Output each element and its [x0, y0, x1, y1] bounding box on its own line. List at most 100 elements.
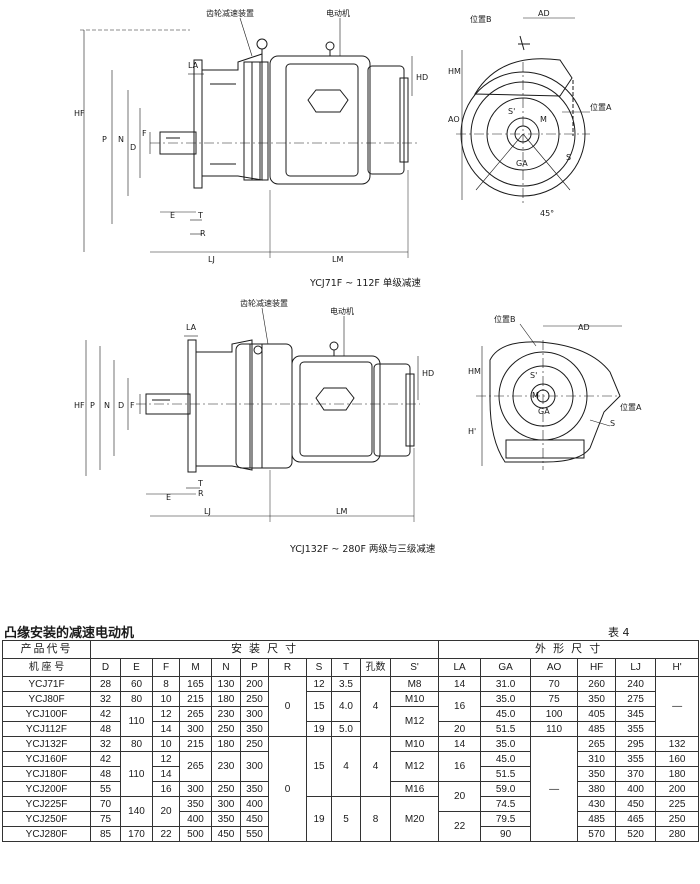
motor-label: 电动机	[326, 8, 350, 18]
cell-n: 300	[211, 796, 241, 812]
dim-hd: HD	[416, 73, 428, 82]
cell-hf: 350	[577, 766, 617, 782]
cell-ga: 51.5	[480, 721, 532, 737]
cell-hf: 485	[577, 811, 617, 827]
cell-la: 14	[438, 736, 482, 752]
cell-h-prime: —	[655, 676, 700, 737]
cell-s-prime: M12	[389, 751, 440, 782]
cell-t: 4.0	[331, 691, 361, 722]
cell-lj: 450	[615, 796, 657, 812]
table-row: YCJ80F 32 80 10 215 180 250 15 4.0 M10 1…	[2, 691, 699, 722]
cell-lj: 355	[615, 751, 657, 767]
cell-d: 28	[90, 676, 121, 692]
dim-ad: AD	[538, 9, 550, 18]
table-row: YCJ280F 85 170 22 500 450 550 90 570 520…	[2, 826, 700, 842]
cell-p: 400	[240, 796, 269, 812]
angle-label: 45°	[540, 209, 554, 218]
cell-f: 16	[152, 781, 180, 797]
header-install-dims: 安 装 尺 寸	[89, 640, 440, 659]
position-b-label-2: 位置B	[494, 314, 516, 324]
cell-lj: 275	[615, 691, 657, 707]
cell-n: 230	[211, 706, 241, 722]
cell-d: 48	[90, 766, 121, 782]
dim-f: F	[142, 129, 147, 138]
cell-f: 10	[152, 691, 180, 707]
drawing2-end-labels: 位置B AD HM H' 位置A S' M GA S	[468, 314, 642, 436]
position-a-label-2: 位置A	[620, 402, 642, 412]
cell-lj: 295	[615, 736, 657, 752]
drawing2-labels: 齿轮减速装置 电动机 LA HD HF P N D F E T R LJ LM …	[74, 298, 436, 555]
dim-ao: AO	[448, 115, 460, 124]
header-cell: M	[179, 658, 212, 677]
dim-p-2: P	[90, 401, 95, 410]
cell-s-prime: M16	[389, 781, 440, 797]
drawing1-end-view	[456, 17, 590, 206]
cell-e: 110	[120, 751, 153, 797]
cell-lj: 465	[615, 811, 657, 827]
cell-n: 180	[211, 736, 241, 752]
table-header-row-2: 机 座 号 D E F M N P R S T 孔数 S' LA GA AO H…	[2, 658, 700, 677]
dim-f-2: F	[130, 401, 135, 410]
cell-d: 55	[90, 781, 121, 797]
table-header-row-1: 产品代号 安 装 尺 寸 外 形 尺 寸	[2, 640, 700, 659]
gear-unit-label: 齿轮减速装置	[206, 8, 254, 18]
cell-e: 140	[120, 796, 153, 827]
drawing2-end-view	[476, 323, 622, 470]
cell-m: 165	[179, 676, 212, 692]
drawing1-caption: YCJ71F ~ 112F 单级减速	[309, 277, 421, 289]
drawing1-end-labels: 位置B AD HM AO 位置A S' M GA S 45°	[448, 9, 612, 218]
table-row: YCJ225F 70 140 20 350 300 400 19 5 8 M20…	[2, 796, 700, 842]
cell-f: 14	[152, 721, 180, 737]
header-cell: AO	[530, 658, 579, 677]
table-row: YCJ132F 32 80 10 215 180 250 0 15 4 4 M1…	[2, 736, 700, 842]
cell-h-prime: 180	[655, 766, 700, 782]
technical-drawings: 齿轮减速装置 电动机 LA HD HF P N D F E T R LJ LM …	[74, 8, 642, 555]
cell-frame: YCJ180F	[2, 766, 91, 782]
header-cell: D	[90, 658, 121, 677]
header-cell: LJ	[615, 658, 657, 677]
table-row: YCJ100F 42 110 12 265 230 300 M12 45.0 1…	[2, 706, 699, 737]
cell-t: 5.0	[331, 721, 361, 737]
cell-hf: 350	[577, 691, 617, 707]
dim-t-2: T	[197, 479, 203, 488]
cell-ga: 90	[480, 826, 532, 842]
header-cell: T	[331, 658, 361, 677]
cell-p: 550	[240, 826, 269, 842]
cell-frame: YCJ80F	[2, 691, 91, 707]
cell-e: 60	[120, 676, 153, 692]
dim-d-2: D	[118, 401, 124, 410]
cell-frame: YCJ160F	[2, 751, 91, 767]
cell-la: 16	[438, 751, 482, 782]
cell-s-prime: M12	[389, 706, 440, 737]
cell-p: 300	[240, 751, 269, 782]
cell-frame: YCJ132F	[2, 736, 91, 752]
cell-d: 85	[90, 826, 121, 842]
position-b-label: 位置B	[470, 14, 492, 24]
cell-h-prime: 160	[655, 751, 700, 767]
cell-ao: 100	[530, 706, 579, 722]
dim-ga: GA	[516, 159, 528, 168]
cell-n: 350	[211, 811, 241, 827]
dim-s-prime-2: S'	[530, 371, 537, 380]
dim-r: R	[200, 229, 206, 238]
cell-la: 16	[438, 691, 482, 722]
cell-m: 300	[179, 781, 212, 797]
cell-h-prime: 280	[655, 826, 700, 842]
header-cell: GA	[480, 658, 532, 677]
cell-hf: 265	[577, 736, 617, 752]
dim-s: S	[566, 153, 571, 162]
dim-lj-2: LJ	[204, 507, 211, 516]
cell-h-prime: 200	[655, 781, 700, 797]
dim-la: LA	[188, 61, 199, 70]
cell-m: 265	[179, 751, 212, 782]
cell-r: 0	[268, 736, 307, 842]
dim-hm: HM	[448, 67, 461, 76]
cell-frame: YCJ100F	[2, 706, 91, 722]
cell-hf: 380	[577, 781, 617, 797]
dim-ad-2: AD	[578, 323, 590, 332]
cell-hf: 405	[577, 706, 617, 722]
cell-m: 215	[179, 691, 212, 707]
cell-s: 15	[306, 736, 332, 797]
cell-n: 230	[211, 751, 241, 782]
cell-n: 130	[211, 676, 241, 692]
